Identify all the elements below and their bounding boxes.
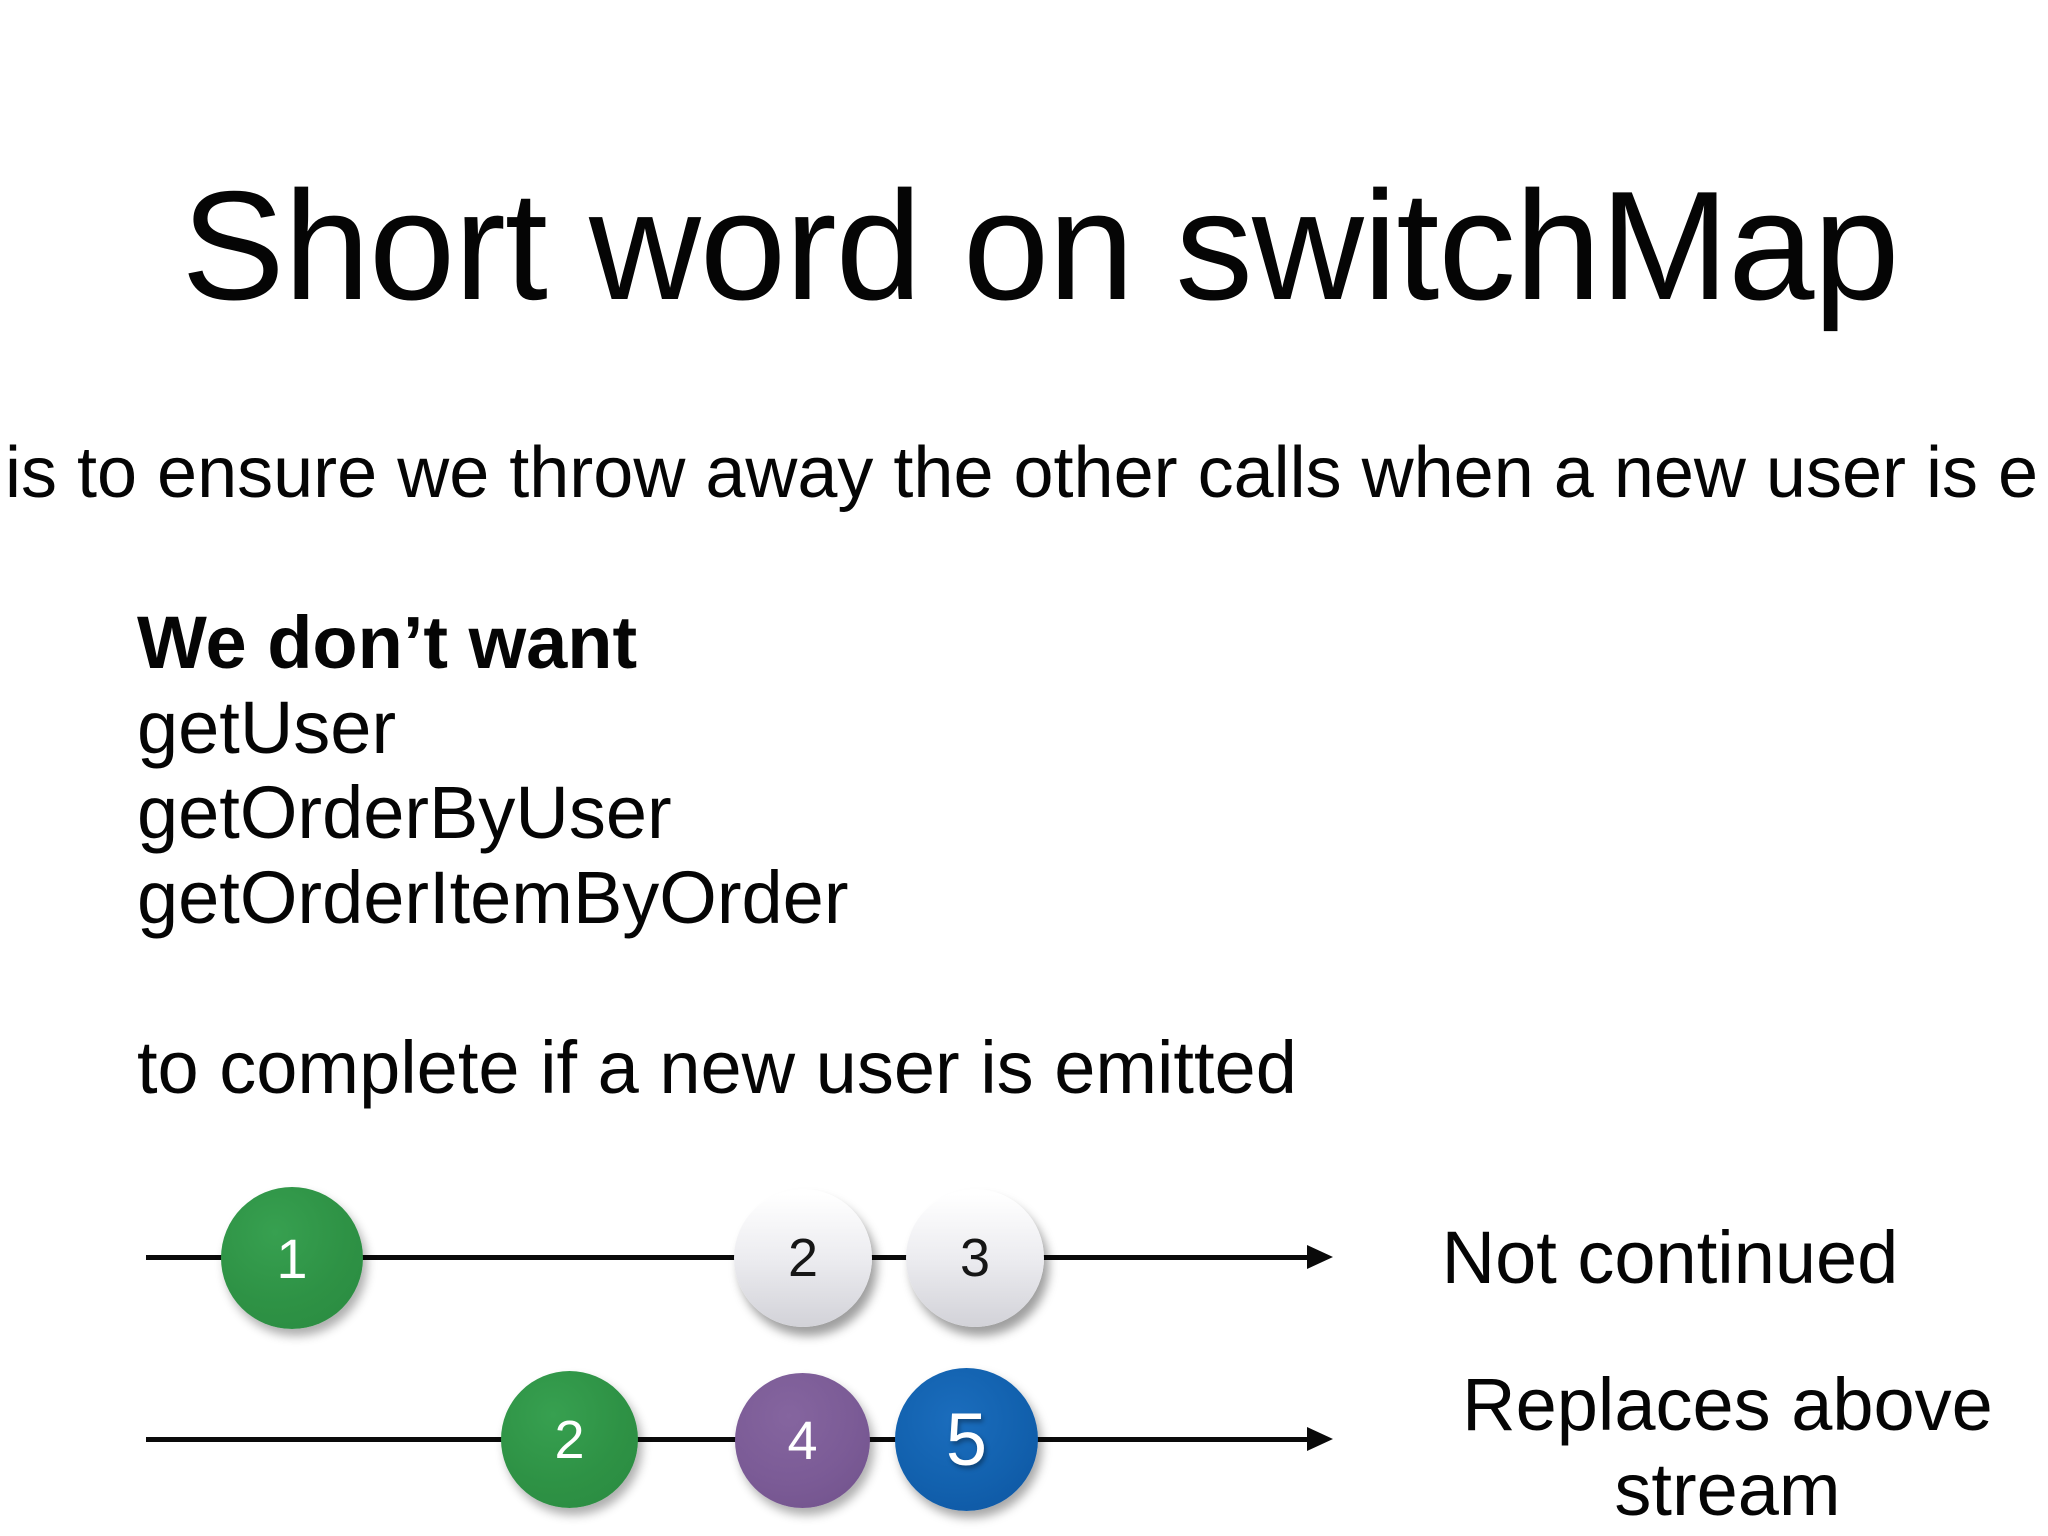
marble: 1 [221, 1187, 363, 1329]
marble: 4 [735, 1373, 870, 1508]
call-name: getOrderItemByOrder [137, 856, 849, 939]
marble-value: 4 [787, 1410, 818, 1471]
arrow-right-icon [1307, 1427, 1333, 1451]
stream-1-label: Not continued [1441, 1216, 1899, 1299]
marble: 3 [906, 1189, 1044, 1327]
intro-text: is to ensure we throw away the other cal… [5, 433, 2039, 513]
marble-value: 5 [945, 1398, 988, 1481]
stream-1-timeline [146, 1245, 1333, 1269]
marble: 2 [501, 1371, 638, 1508]
marble: 5 [895, 1368, 1038, 1511]
marble-value: 2 [787, 1228, 819, 1288]
body-footer: to complete if a new user is emitted [137, 1026, 1297, 1109]
body-text-block: We don’t want getUser getOrderByUser get… [137, 600, 1297, 1110]
marble-value: 1 [276, 1226, 308, 1290]
call-name: getUser [137, 686, 397, 769]
body-heading: We don’t want [137, 601, 638, 684]
blank-line [137, 940, 1297, 1025]
marble: 2 [734, 1189, 872, 1327]
slide-title: Short word on switchMap [181, 159, 1899, 332]
marble-value: 3 [959, 1228, 991, 1288]
call-name: getOrderByUser [137, 771, 672, 854]
stream-2-label: Replaces above stream [1462, 1363, 1993, 1531]
marble-value: 2 [554, 1409, 585, 1470]
stream-2-timeline [146, 1427, 1333, 1451]
arrow-right-icon [1307, 1245, 1333, 1269]
